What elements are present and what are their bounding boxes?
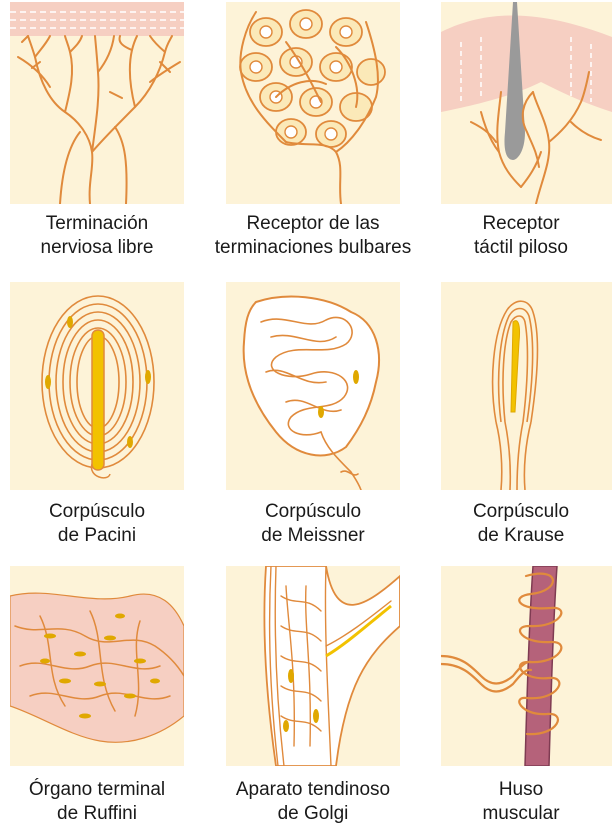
pacinian-caption: Corpúsculo de Pacini: [0, 500, 194, 548]
free-nerve-ending-caption: Terminación nerviosa libre: [0, 212, 194, 260]
caption-line-1: Aparato tendinoso: [206, 778, 420, 802]
muscle-spindle-illustration: [441, 566, 612, 766]
meissner-corpuscle-illustration: [226, 282, 400, 490]
hair-receptor-illustration: [441, 2, 612, 204]
golgi-tendon-illustration: [226, 566, 400, 766]
caption-line-2: nerviosa libre: [0, 236, 194, 260]
free-nerve-ending-illustration: [10, 2, 184, 204]
muscle-spindle-caption: Huso muscular: [430, 778, 612, 826]
caption-line-2: de Krause: [430, 524, 612, 548]
krause-caption: Corpúsculo de Krause: [430, 500, 612, 548]
caption-line-2: muscular: [430, 802, 612, 826]
caption-line-2: terminaciones bulbares: [196, 236, 430, 260]
krause-corpuscle-illustration: [441, 282, 612, 490]
caption-line-1: Corpúsculo: [0, 500, 194, 524]
caption-line-1: Huso: [430, 778, 612, 802]
hair-receptor-caption: Receptor táctil piloso: [430, 212, 612, 260]
ruffini-caption: Órgano terminal de Ruffini: [0, 778, 194, 826]
caption-line-1: Corpúsculo: [216, 500, 410, 524]
bulbous-endings-caption: Receptor de las terminaciones bulbares: [196, 212, 430, 260]
caption-line-1: Receptor: [430, 212, 612, 236]
meissner-caption: Corpúsculo de Meissner: [216, 500, 410, 548]
bulbous-endings-illustration: [226, 2, 400, 204]
caption-line-2: de Golgi: [206, 802, 420, 826]
pacinian-corpuscle-illustration: [10, 282, 184, 490]
caption-line-2: de Ruffini: [0, 802, 194, 826]
caption-line-2: táctil piloso: [430, 236, 612, 260]
caption-line-1: Receptor de las: [196, 212, 430, 236]
caption-line-1: Corpúsculo: [430, 500, 612, 524]
golgi-caption: Aparato tendinoso de Golgi: [206, 778, 420, 826]
caption-line-2: de Pacini: [0, 524, 194, 548]
caption-line-2: de Meissner: [216, 524, 410, 548]
caption-line-1: Órgano terminal: [0, 778, 194, 802]
ruffini-ending-illustration: [10, 566, 184, 766]
caption-line-1: Terminación: [0, 212, 194, 236]
